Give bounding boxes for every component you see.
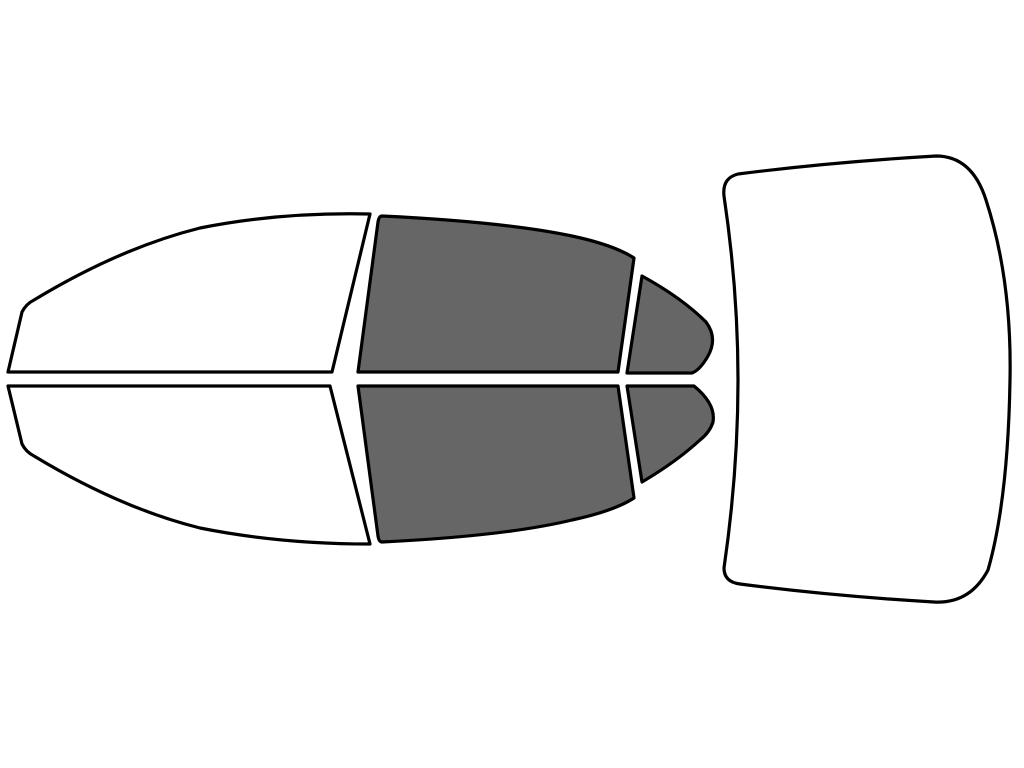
passenger-rear-quarter-window[interactable] xyxy=(625,384,715,484)
driver-front-door-window[interactable] xyxy=(6,212,372,374)
passenger-front-door-window[interactable] xyxy=(6,384,372,546)
passenger-rear-door-window[interactable] xyxy=(356,384,636,544)
driver-rear-door-window[interactable] xyxy=(356,214,636,374)
driver-rear-quarter-window[interactable] xyxy=(625,274,715,375)
front-windshield[interactable] xyxy=(722,154,1012,604)
